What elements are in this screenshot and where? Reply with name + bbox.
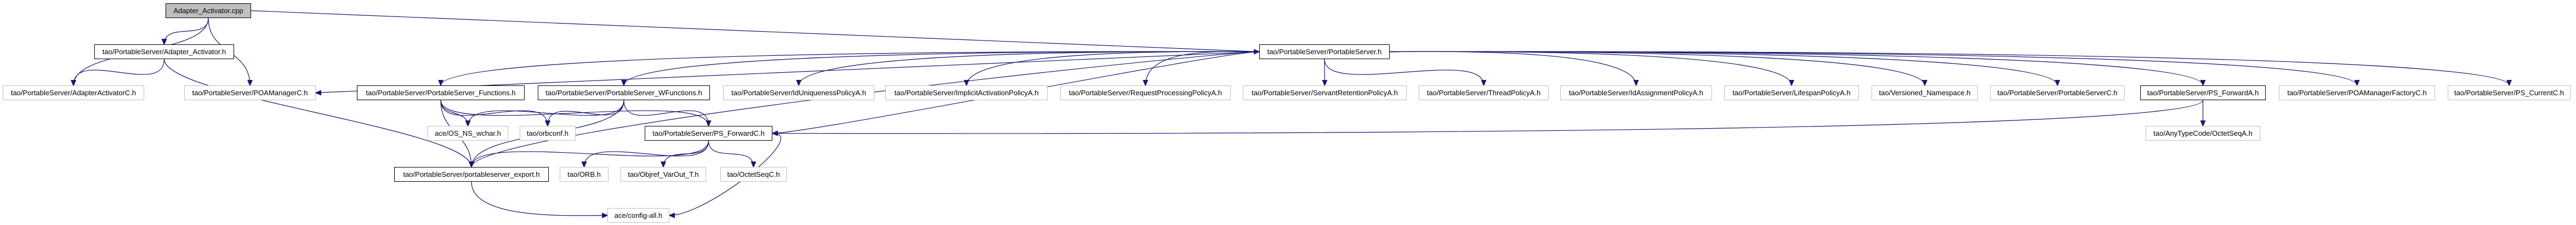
edge-ps-forwardc-h--portableserver-export-h [469,140,709,168]
node-ps-currentc-h[interactable]: tao/PortableServer/PS_CurrentC.h [2448,85,2571,100]
node-versioned-namespace-h[interactable]: tao/Versioned_Namespace.h [1872,85,1978,100]
edge-ps-forwardc-h--orb-h [581,140,709,168]
edge-adapter-activator-h--adapteractivatorc-h [71,59,165,86]
node-octetseqc-h[interactable]: tao/OctetSeqC.h [720,167,787,182]
edge-ps-forwardc-h--octetseqc-h [708,140,757,168]
edge-portableserver-h--ps-currentc-h [1389,51,2512,86]
edge-portableserver-h--implicitactivationpolicya-h [964,51,1260,86]
edge-portableserver-functions-h--ps-forwardc-h [440,100,712,127]
node-lifespanpolicya-h[interactable]: tao/PortableServer/LifespanPolicyA.h [1724,85,1859,100]
node-poamanagerc-h[interactable]: tao/PortableServer/POAManagerC.h [184,85,316,100]
node-servantretentionpolicya-h[interactable]: tao/PortableServer/ServantRetentionPolic… [1243,85,1407,100]
edge-portableserver-h--requestprocessingpolicya-h [1142,51,1260,86]
node-config-all-h[interactable]: ace/config-all.h [607,208,669,223]
edge-cpp--adapter-activator-h [161,18,209,45]
node-adapteractivatorc-h[interactable]: tao/PortableServer/AdapterActivatorC.h [3,85,144,100]
node-os-ns-wchar-h[interactable]: ace/OS_NS_wchar.h [428,126,508,141]
edge-portableserver-h--poamanagerfactoryc-h [1389,51,2360,86]
edge-portableserver-h--threadpolicya-h [1324,59,1487,86]
edge-portableserver-wfunctions-h--orbconf-h [545,100,624,127]
node-portableserverc-h[interactable]: tao/PortableServer/PortableServerC.h [1990,85,2125,100]
edge-portableserver-h--servantretentionpolicya-h [1322,59,1328,86]
edge-portableserver-h--idassignmentpolicya-h [1389,51,1639,86]
edge-portableserver-h--ps-forwarda-h [1389,51,2206,86]
node-octetseqa-h[interactable]: tao/AnyTypeCode/OctetSeqA.h [2146,126,2260,141]
edge-portableserver-export-h--config-all-h [471,181,609,218]
node-requestprocessingpolicya-h[interactable]: tao/PortableServer/RequestProcessingPoli… [1060,85,1231,100]
edge-portableserver-wfunctions-h--ps-forwardc-h [623,100,712,127]
edge-portableserver-h--lifespanpolicya-h [1389,51,1794,86]
node-objref-varout-t-h[interactable]: tao/Objref_VarOut_T.h [621,167,706,182]
edge-adapter-activator-h--portableserver-export-h [163,59,474,168]
node-iduniquenesspolicya-h[interactable]: tao/PortableServer/IdUniquenessPolicyA.h [723,85,874,100]
edge-portableserver-functions-h--orbconf-h [440,100,550,127]
node-threadpolicya-h[interactable]: tao/PortableServer/ThreadPolicyA.h [1419,85,1549,100]
edge-portableserver-wfunctions-h--os-ns-wchar-h [465,100,624,127]
edge-cpp--portableserver-h [251,10,1260,55]
node-portableserver-wfunctions-h[interactable]: tao/PortableServer/PortableServer_WFunct… [538,85,710,100]
node-ps-forwardc-h[interactable]: tao/PortableServer/PS_ForwardC.h [645,126,772,141]
node-ps-forwarda-h[interactable]: tao/PortableServer/PS_ForwardA.h [2140,85,2266,100]
node-cpp: Adapter_Activator.cpp [166,3,251,18]
edge-portableserver-h--portableserverc-h [1389,51,2060,86]
node-portableserver-functions-h[interactable]: tao/PortableServer/PortableServer_Functi… [357,85,525,100]
node-orbconf-h[interactable]: tao/orbconf.h [520,126,576,141]
node-adapter-activator-h[interactable]: tao/PortableServer/Adapter_Activator.h [94,44,234,59]
node-portableserver-h[interactable]: tao/PortableServer/PortableServer.h [1259,44,1390,59]
node-implicitactivationpolicya-h[interactable]: tao/PortableServer/ImplicitActivationPol… [885,85,1048,100]
node-poamanagerfactoryc-h[interactable]: tao/PortableServer/POAManagerFactoryC.h [2279,85,2435,100]
node-orb-h[interactable]: tao/ORB.h [560,167,609,182]
node-idassignmentpolicya-h[interactable]: tao/PortableServer/IdAssignmentPolicyA.h [1560,85,1712,100]
node-portableserver-export-h[interactable]: tao/PortableServer/portableserver_export… [394,167,549,182]
edge-ps-forwarda-h--ps-forwardc-h [771,100,2204,136]
